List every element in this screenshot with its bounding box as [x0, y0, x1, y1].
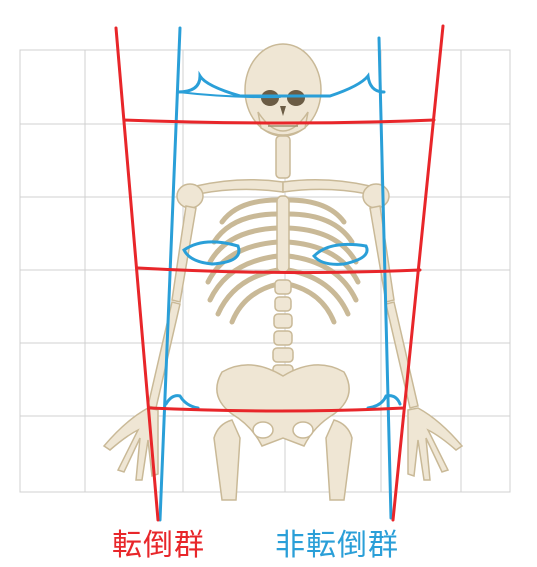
fall-group-label: 転倒群: [112, 528, 205, 564]
cervical-spine: [276, 136, 290, 178]
blue-hip-left-contour: [166, 396, 198, 408]
left-obturator: [253, 422, 273, 438]
non-fall-group-label: 非転倒群: [275, 528, 399, 564]
right-shoulder: [363, 184, 389, 208]
right-hand: [408, 408, 462, 480]
left-clavicle: [196, 180, 283, 194]
left-humerus: [172, 206, 196, 302]
right-obturator: [293, 422, 313, 438]
left-shoulder: [177, 184, 203, 208]
right-femur: [326, 420, 352, 500]
right-eye-socket: [287, 90, 305, 106]
right-humerus: [370, 206, 394, 302]
left-femur: [214, 420, 240, 500]
red-left-vertical: [116, 28, 158, 520]
lumbar-spine: [273, 280, 293, 377]
sternum: [277, 196, 289, 272]
blue-hip-right-contour: [368, 396, 400, 408]
right-clavicle: [283, 180, 370, 194]
